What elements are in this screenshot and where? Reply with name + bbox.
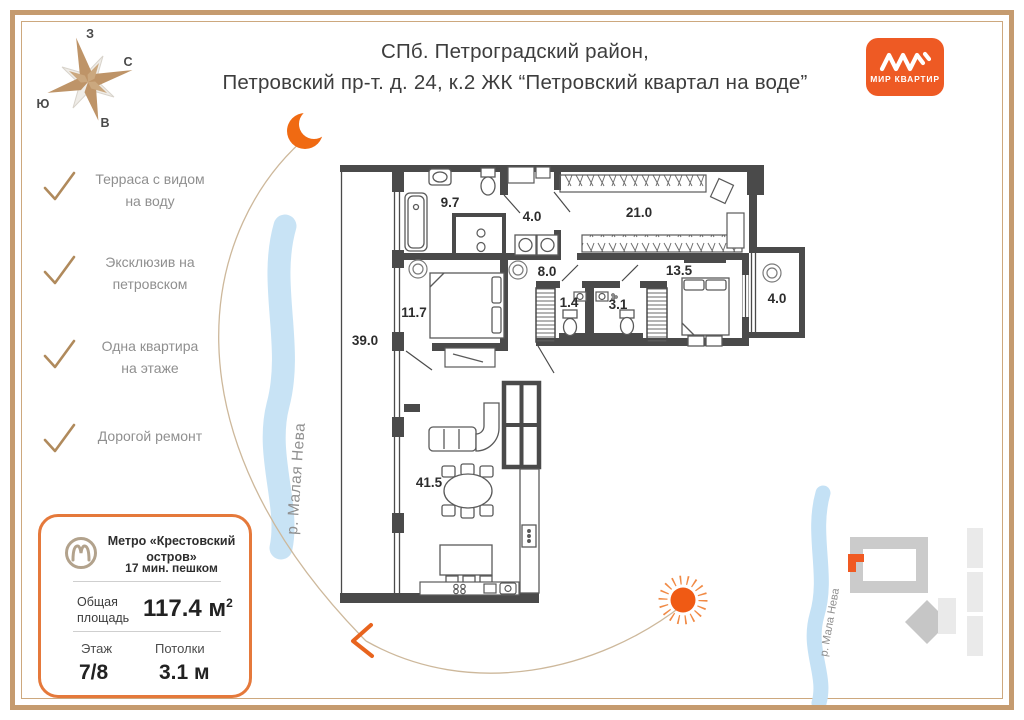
feature-item <box>42 254 78 291</box>
sun-path-arc2 <box>365 603 685 674</box>
kitchen-counter <box>419 581 520 596</box>
moon-icon <box>287 109 329 149</box>
check-icon <box>43 423 76 453</box>
bed <box>681 277 730 347</box>
floor-value: 7/8 <box>79 661 109 684</box>
compass-north-label: С <box>123 55 132 69</box>
door-swings <box>405 191 639 374</box>
map-building-light <box>967 572 983 612</box>
map-river-band <box>806 485 831 705</box>
brand-logo: МИР КВАРТИР <box>866 38 944 96</box>
toilet <box>619 309 635 336</box>
total-area-value: 117.4 м2 <box>143 595 233 622</box>
floorplan: 39.0 9.7 4.0 21.0 8.0 11.7 1.4 3.1 13.5 … <box>340 165 805 603</box>
room-area-bathroom: 9.7 <box>441 195 460 210</box>
bed <box>429 272 505 339</box>
closet-hatched <box>535 287 556 343</box>
map-location-marker <box>848 554 864 572</box>
feature-text: Эксклюзив на петровском <box>105 254 195 292</box>
title-line2: Петровский пр-т. д. 24, к.2 ЖК “Петровск… <box>222 71 808 94</box>
check-icon <box>43 171 76 201</box>
console-table <box>444 347 496 368</box>
room-area-corridor: 8.0 <box>538 264 557 279</box>
wardrobe-column <box>501 380 542 470</box>
alcove-box <box>535 166 551 179</box>
card-divider <box>73 581 221 582</box>
feature-text: Терраса с видом на воду <box>95 171 205 209</box>
plan-walls <box>340 165 805 603</box>
sofa <box>428 402 500 452</box>
map-building-light <box>938 598 956 634</box>
dining-table <box>441 463 494 519</box>
room-area-terrace: 39.0 <box>352 333 378 348</box>
feature-text: Одна квартира на этаже <box>101 338 199 376</box>
map-building-light <box>967 616 983 656</box>
compass-star <box>47 37 133 121</box>
river-label: р. Малая Нева <box>284 422 309 535</box>
room-area-wc-large: 3.1 <box>609 297 628 312</box>
card-divider <box>73 631 221 632</box>
metro-walk-time: 17 мин. пешком <box>125 561 218 575</box>
map-building-court <box>863 549 916 581</box>
ceiling-label: Потолки <box>155 641 205 656</box>
room-area-balcony: 4.0 <box>768 291 787 306</box>
total-area-label: Общая площадь <box>77 595 130 625</box>
info-card: Метро «Крестовский остров» 17 мин. пешко… <box>38 514 252 698</box>
page-title: СПб. Петроградский район, Петровский пр-… <box>180 36 850 98</box>
room-area-wardrobe: 21.0 <box>626 205 652 220</box>
toilet <box>562 309 578 337</box>
feature-text: Дорогой ремонт <box>97 428 203 444</box>
metro-station: Метро «Крестовский остров» <box>107 534 236 564</box>
brand-name: МИР КВАРТИР <box>870 74 940 84</box>
brand-zigzag-icon <box>879 51 931 72</box>
feature-item <box>42 338 78 375</box>
location-minimap: р. Мала Нева <box>806 485 983 705</box>
sink <box>428 168 452 186</box>
bathtub <box>404 192 428 252</box>
ceiling-value: 3.1 м <box>159 661 210 684</box>
plan-glazing <box>340 165 757 601</box>
river-band <box>262 214 297 560</box>
floor-label: Этаж <box>81 641 113 656</box>
room-area-bedroom-large: 13.5 <box>666 263 693 278</box>
wardrobe-rack <box>581 234 743 253</box>
kitchen-counter-column <box>519 468 540 594</box>
washer <box>514 234 559 256</box>
dresser <box>726 212 745 249</box>
ceiling-light <box>408 259 782 283</box>
compass-east-label: В <box>100 116 109 130</box>
check-icon <box>43 339 76 369</box>
closet-hatched <box>646 287 668 343</box>
compass-west-label: З <box>86 27 94 41</box>
sun-icon <box>658 575 708 625</box>
alcove-box <box>507 166 535 184</box>
arrow-icon <box>351 623 374 658</box>
room-area-living: 41.5 <box>416 475 443 490</box>
table <box>439 544 493 586</box>
sink <box>595 291 618 302</box>
room-area-wc-small: 1.4 <box>560 295 579 310</box>
metro-icon <box>65 537 97 569</box>
compass-south-label: Ю <box>37 97 50 111</box>
check-icon <box>43 255 76 285</box>
title-line1: СПб. Петроградский район, <box>380 40 650 63</box>
tilted-box <box>709 177 735 205</box>
sun-path-arc <box>218 133 367 642</box>
toilet <box>480 167 496 196</box>
room-area-bedroom-small: 11.7 <box>401 305 427 320</box>
shower-room <box>452 213 506 257</box>
map-building-light <box>967 528 983 568</box>
compass-icon: З С Ю В <box>37 27 133 130</box>
feature-item <box>42 422 78 459</box>
sink <box>573 291 587 302</box>
wardrobe-rack <box>559 174 707 193</box>
feature-item <box>42 170 78 207</box>
room-area-hallway: 4.0 <box>523 209 542 224</box>
